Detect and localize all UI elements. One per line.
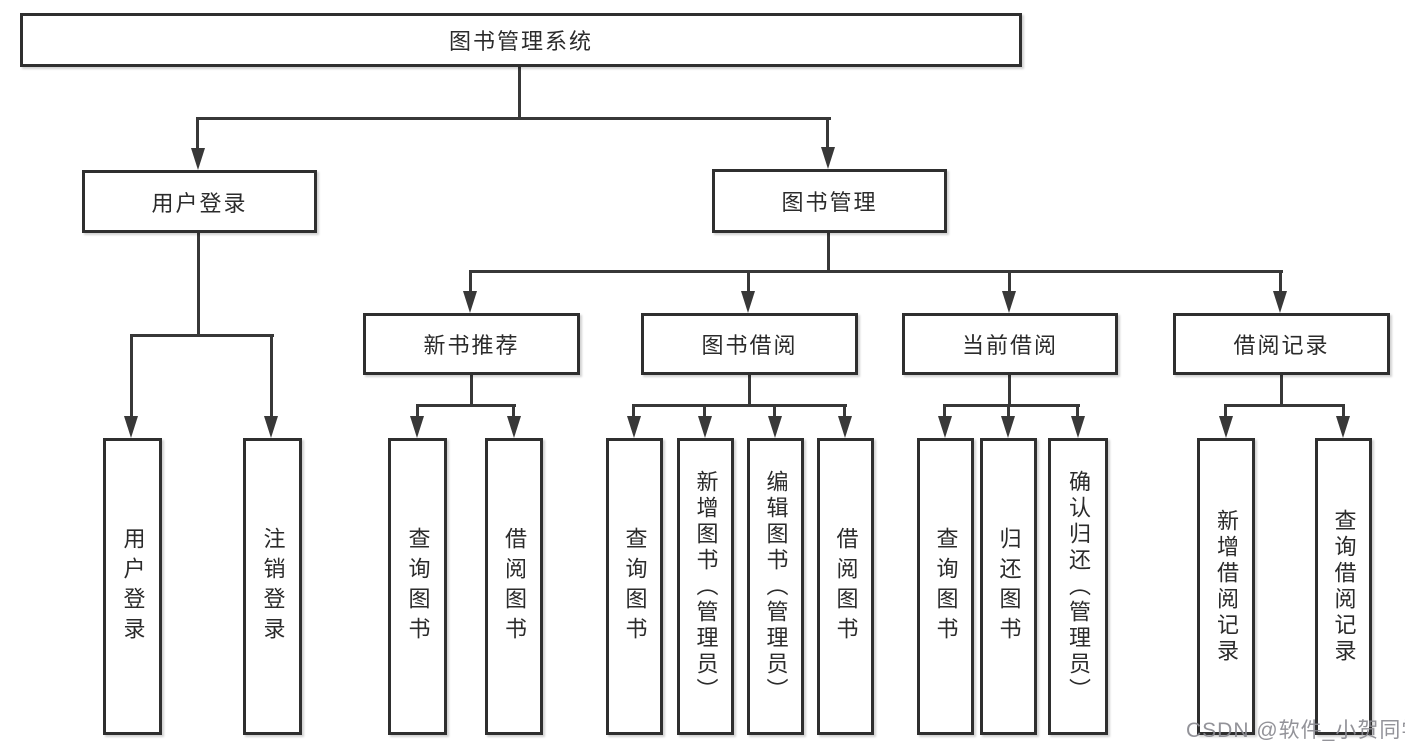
node-book-management-label: 图书管理 <box>781 190 878 215</box>
connector-line <box>518 67 521 118</box>
connector-line <box>747 270 750 293</box>
connector-line <box>196 117 199 150</box>
leaf-add-books-admin: 新增图书（管理员） <box>677 438 734 735</box>
arrow-down-icon <box>938 416 952 438</box>
connector-line <box>943 404 946 418</box>
connector-line <box>1224 404 1345 407</box>
connector-line <box>826 117 829 149</box>
arrow-down-icon <box>838 416 852 438</box>
connector-line <box>748 375 751 407</box>
node-root: 图书管理系统 <box>20 13 1022 67</box>
leaf-confirm-return-admin: 确认归还（管理员） <box>1048 438 1108 735</box>
arrow-down-icon <box>507 416 521 438</box>
connector-line <box>632 404 847 407</box>
connector-line <box>130 334 274 337</box>
leaf-borrow-books-recommend: 借阅图书 <box>485 438 543 735</box>
connector-line <box>469 270 1283 273</box>
leaf-query-books-borrow: 查询图书 <box>606 438 663 735</box>
leaf-add-borrow-record: 新增借阅记录 <box>1197 438 1255 735</box>
leaf-logout: 注销登录 <box>243 438 302 735</box>
node-new-book-recommend: 新书推荐 <box>363 313 580 375</box>
leaf-user-login: 用户登录 <box>103 438 162 735</box>
node-user-login-label: 用户登录 <box>151 190 248 216</box>
arrow-down-icon <box>1071 416 1085 438</box>
connector-line <box>827 233 830 273</box>
leaf-query-borrow-record: 查询借阅记录 <box>1315 438 1372 735</box>
connector-line <box>130 334 133 418</box>
arrow-down-icon <box>264 416 278 438</box>
connector-line <box>773 404 776 418</box>
node-new-book-recommend-label: 新书推荐 <box>423 333 520 358</box>
connector-line <box>1224 404 1227 418</box>
node-book-borrow: 图书借阅 <box>641 313 858 375</box>
leaf-return-books: 归还图书 <box>980 438 1037 735</box>
node-book-borrow-label: 图书借阅 <box>701 333 798 358</box>
leaf-query-books-current: 查询图书 <box>917 438 974 735</box>
arrow-down-icon <box>741 291 755 313</box>
leaf-edit-books-admin: 编辑图书（管理员） <box>747 438 804 735</box>
connector-line <box>632 404 635 418</box>
arrow-down-icon <box>410 416 424 438</box>
connector-line <box>943 404 1080 407</box>
csdn-watermark: CSDN @软件_小贺同学 <box>1186 719 1405 742</box>
connector-line <box>416 404 419 418</box>
arrow-down-icon <box>821 147 835 169</box>
connector-line <box>1076 404 1079 418</box>
connector-line <box>1008 270 1011 293</box>
node-borrow-records: 借阅记录 <box>1173 313 1390 375</box>
arrow-down-icon <box>1002 291 1016 313</box>
arrow-down-icon <box>463 291 477 313</box>
arrow-down-icon <box>191 148 205 170</box>
arrow-down-icon <box>1336 416 1350 438</box>
arrow-down-icon <box>1273 291 1287 313</box>
node-current-borrow-label: 当前借阅 <box>961 333 1058 358</box>
connector-line <box>469 270 472 293</box>
connector-line <box>197 117 831 120</box>
node-user-login: 用户登录 <box>82 170 317 233</box>
connector-line <box>270 334 273 418</box>
connector-line <box>1008 375 1011 407</box>
connector-line <box>1342 404 1345 418</box>
connector-line <box>1279 270 1282 293</box>
leaf-borrow-books: 借阅图书 <box>817 438 874 735</box>
connector-line <box>197 233 200 336</box>
node-book-management: 图书管理 <box>712 169 947 233</box>
connector-line <box>1280 375 1283 407</box>
arrow-down-icon <box>1001 416 1015 438</box>
arrow-down-icon <box>627 416 641 438</box>
arrow-down-icon <box>124 416 138 438</box>
connector-line <box>416 404 516 407</box>
node-root-label: 图书管理系统 <box>448 29 593 54</box>
leaf-query-books-recommend: 查询图书 <box>388 438 447 735</box>
connector-line <box>843 404 846 418</box>
arrow-down-icon <box>698 416 712 438</box>
connector-line <box>1007 404 1010 418</box>
node-borrow-records-label: 借阅记录 <box>1233 333 1330 358</box>
connector-line <box>512 404 515 418</box>
connector-line <box>470 375 473 407</box>
node-current-borrow: 当前借阅 <box>902 313 1118 375</box>
connector-line <box>703 404 706 418</box>
arrow-down-icon <box>1219 416 1233 438</box>
arrow-down-icon <box>768 416 782 438</box>
